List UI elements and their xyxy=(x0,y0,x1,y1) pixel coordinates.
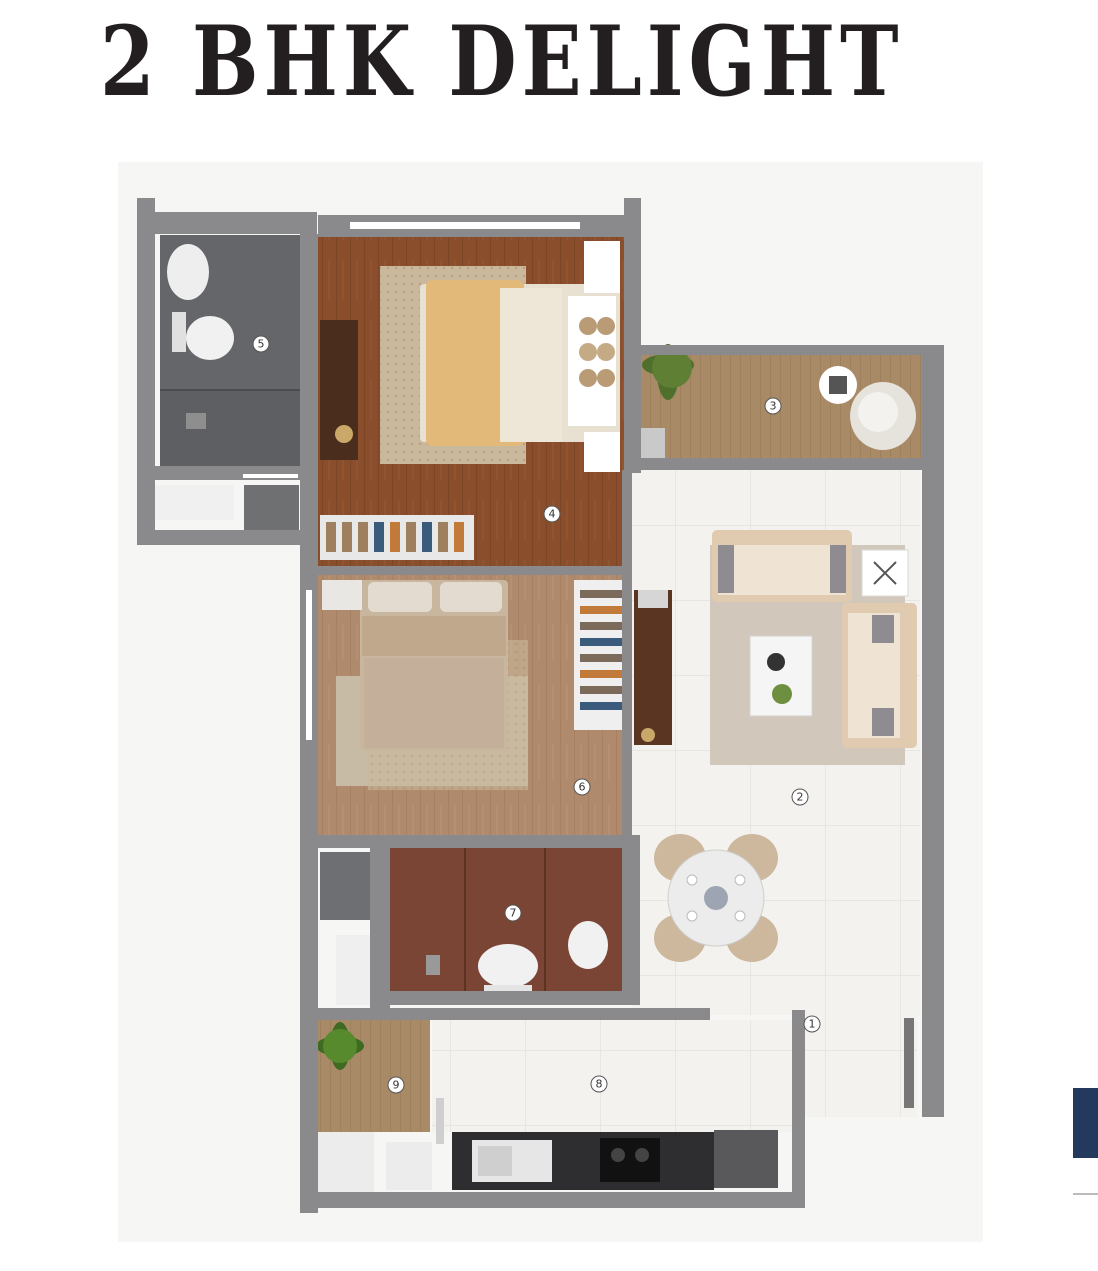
room-marker-master-bedroom xyxy=(543,505,561,523)
plant-icon xyxy=(316,1022,364,1070)
bedroom xyxy=(318,575,632,835)
room-number-master-toilet: 5 xyxy=(258,338,265,351)
room-marker-master-toilet xyxy=(252,335,270,353)
divider xyxy=(1073,1193,1098,1195)
room-markers xyxy=(252,335,821,1094)
room-marker-foyer xyxy=(803,1015,821,1033)
sofa-icon xyxy=(842,603,917,748)
kitchen xyxy=(432,1020,792,1190)
walls xyxy=(137,198,944,1213)
wc-icon xyxy=(568,921,608,969)
room-number-balcony: 3 xyxy=(770,400,777,413)
dining-table-icon xyxy=(654,834,778,962)
room-number-common-toilet: 7 xyxy=(510,907,517,920)
hob-icon xyxy=(600,1138,660,1182)
utility xyxy=(312,1020,432,1192)
side-table-icon xyxy=(584,432,620,472)
wash-basin-icon xyxy=(167,244,209,300)
door-icon xyxy=(904,1018,914,1108)
living-dining xyxy=(632,470,920,1015)
room-marker-common-toilet xyxy=(504,904,522,922)
bed-icon xyxy=(360,580,508,750)
master-bedroom xyxy=(318,236,632,566)
coffee-table-icon xyxy=(749,635,813,717)
room-number-foyer: 1 xyxy=(809,1018,816,1031)
master-toilet xyxy=(160,235,308,467)
accent-tab xyxy=(1073,1088,1098,1158)
room-marker-living-dining xyxy=(791,788,809,806)
wc-icon xyxy=(186,316,234,360)
room-marker-kitchen xyxy=(590,1075,608,1093)
refrigerator-icon xyxy=(714,1130,778,1188)
tv-unit-icon xyxy=(634,590,672,745)
balcony xyxy=(640,344,925,460)
room-marker-bedroom xyxy=(573,778,591,796)
room-number-utility: 9 xyxy=(393,1079,400,1092)
room-number-bedroom: 6 xyxy=(579,781,586,794)
room-marker-balcony xyxy=(764,397,782,415)
common-toilet xyxy=(390,848,622,991)
room-number-master-bedroom: 4 xyxy=(549,508,556,521)
room-number-living-dining: 2 xyxy=(797,791,804,804)
wash-basin-icon xyxy=(478,944,538,988)
windows xyxy=(243,222,580,740)
foyer xyxy=(805,1012,917,1117)
sofa-icon xyxy=(712,530,852,602)
room-number-kitchen: 8 xyxy=(596,1078,603,1091)
side-table-icon xyxy=(322,580,362,610)
page-title: 2 BHK DELIGHT xyxy=(100,5,904,118)
side-table-icon xyxy=(584,241,620,293)
bed-icon xyxy=(420,280,620,446)
plant-icon xyxy=(642,344,694,400)
room-marker-utility xyxy=(387,1076,405,1094)
